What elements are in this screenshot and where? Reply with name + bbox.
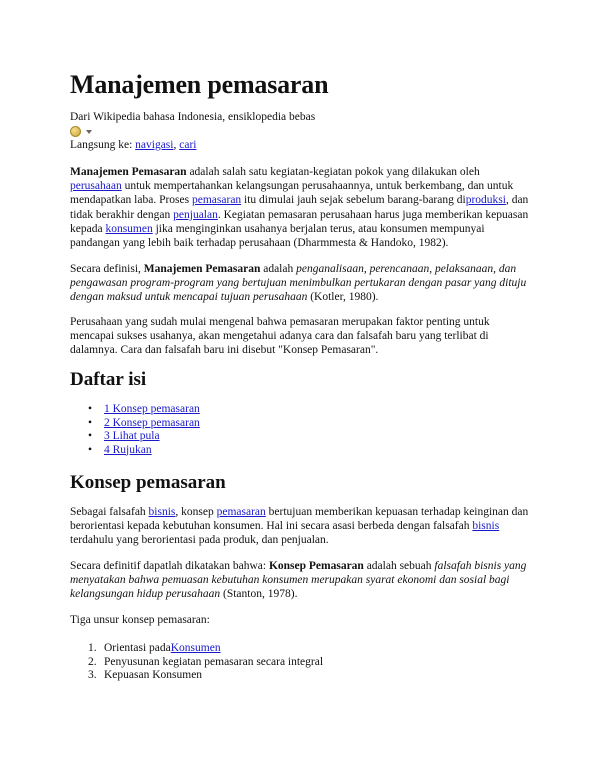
link-bisnis[interactable]: bisnis [148,506,176,518]
intro-paragraph: Manajemen Pemasaran adalah salah satu ke… [70,165,532,250]
konsep-paragraph-1: Sebagai falsafah bisnis, konsep pemasara… [70,505,532,548]
list-text: Penyusunan kegiatan pemasaran secara int… [104,655,324,668]
unsur-list: 1. Orientasi pada Konsumen 2. Penyusunan k… [88,642,323,683]
link-konsumen[interactable]: konsumen [105,222,153,235]
list-item: 1. Orientasi pada Konsumen [88,642,323,656]
intro-text-6: jika menginginkan usahanya berjalan teru… [70,222,485,250]
globe-icon[interactable] [70,126,81,137]
link-produksi[interactable]: produksi [465,194,506,207]
list-number: 2. [88,655,97,668]
link-pemasaran[interactable]: pemasaran [192,194,242,207]
k2-bold: Konsep Pemasaran [268,560,364,572]
jump-links: Langsung ke: navigasi, cari [70,139,196,151]
toc-link-4[interactable]: 4 Rujukan [104,443,152,456]
toc-link-2[interactable]: 2 Konsep pemasaran [104,416,200,429]
k1-text-2: , konsep [175,506,217,518]
chevron-down-icon[interactable] [86,129,92,134]
k2-text-3: (Stanton, 1978). [220,588,298,601]
konsep-paragraph-3: Tiga unsur konsep pemasaran: [70,613,532,627]
intro-text-1: adalah salah satu kegiatan-kegiatan poko… [186,166,480,178]
def-text-2: adalah [260,263,297,275]
section-heading-konsep: Konsep pemasaran [70,472,226,493]
toc-item[interactable]: 3 Lihat pula [88,430,200,444]
k1-text-1: Sebagai falsafah [70,506,149,518]
link-bisnis-2[interactable]: bisnis [472,520,500,533]
def-italic: penganalisaan, perencanaan, pelaksanaan,… [70,263,527,304]
link-penjualan[interactable]: penjualan [173,208,218,221]
intro-text-3: itu dimulai jauh sejak sebelum barang-ba… [241,194,466,207]
toc-link-3[interactable]: 3 Lihat pula [104,430,160,442]
list-number: 1. [88,642,97,654]
jump-sep: , [173,139,180,151]
paragraph-3: Perusahaan yang sudah mulai mengenal bah… [70,315,532,358]
page-title: Manajemen pemasaran [70,70,329,99]
k1-text-4: terdahulu yang berorientasi pada produk,… [70,534,329,547]
list-text: Kepuasan Konsumen [104,669,203,681]
def-bold: Manajemen Pemasaran [143,263,261,275]
toc-list: 1 Konsep pemasaran 2 Konsep pemasaran 3 … [88,403,200,457]
definition-paragraph: Secara definisi, Manajemen Pemasaran ada… [70,262,532,305]
k2-text-1: Secara definitif dapatlah dikatakan bahw… [70,560,269,572]
def-text-1: Secara definisi, [70,263,144,275]
konsep-paragraph-2: Secara definitif dapatlah dikatakan bahw… [70,559,532,602]
intro-text-5: . Kegiatan pemasaran perusahaan harus ju… [70,208,529,235]
k1-text-3: bertujuan memberikan kepuasan terhadap k… [70,506,529,533]
toc-link-1[interactable]: 1 Konsep pemasaran [104,403,200,415]
def-text-3: (Kotler, 1980). [307,291,379,304]
intro-text-4: , dan tidak berakhir dengan [70,194,529,221]
icon-row[interactable] [70,125,92,138]
k2-italic: falsafah bisnis yang menyatakan bahwa pe… [70,560,527,601]
subtitle: Dari Wikipedia bahasa Indonesia, ensiklo… [70,111,316,123]
k3-text: Tiga unsur konsep pemasaran: [70,614,210,626]
k2-text-2: adalah sebuah [363,560,435,572]
nav-link[interactable]: navigasi [135,139,174,151]
list-number: 3. [88,669,97,681]
link-perusahaan[interactable]: perusahaan [70,180,122,193]
intro-bold: Manajemen Pemasaran [70,166,187,178]
para3-text: Perusahaan yang sudah mulai mengenal bah… [70,316,490,357]
list-text: Orientasi pada [104,642,171,654]
toc-item[interactable]: 2 Konsep pemasaran [88,417,200,431]
intro-text-2: untuk mempertahankan kelangsungan perusa… [70,180,514,207]
toc-heading: Daftar isi [70,369,147,390]
jump-label: Langsung ke: [70,139,136,151]
search-link[interactable]: cari [179,139,197,151]
list-item: 3. Kepuasan Konsumen [88,669,323,683]
toc-item[interactable]: 1 Konsep pemasaran [88,403,200,417]
list-item: 2. Penyusunan kegiatan pemasaran secara i… [88,656,323,670]
link-pemasaran-2[interactable]: pemasaran [216,506,266,518]
toc-item[interactable]: 4 Rujukan [88,444,200,458]
link-konsumen-2[interactable]: Konsumen [170,642,221,654]
